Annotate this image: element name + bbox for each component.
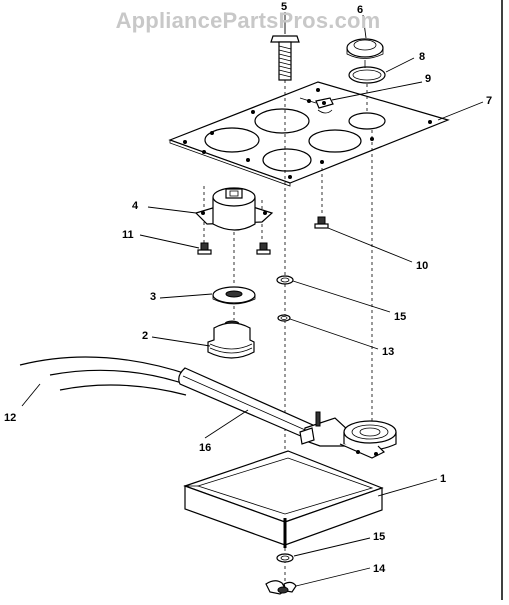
part-2-grommet	[207, 320, 255, 359]
part-6-nut	[346, 38, 384, 68]
sensor-bracket	[299, 411, 397, 459]
part-13-clip	[277, 314, 291, 322]
callout-15-upper: 15	[394, 311, 406, 323]
callout-8: 8	[419, 51, 425, 63]
callout-1: 1	[440, 473, 446, 485]
watermark: AppliancePartsPros.com	[115, 8, 381, 33]
callout-16: 16	[199, 442, 211, 454]
part-8-ring	[348, 66, 386, 425]
part-3-washer	[212, 286, 256, 320]
part-9-bracket	[299, 97, 334, 114]
part-15-washer-lower	[276, 553, 294, 563]
part-5-screw	[270, 35, 300, 540]
part-7-plate	[168, 81, 450, 187]
callout-5: 5	[281, 1, 287, 13]
callout-labels: 5 6 8 9 7 4 11 10 3 2 15 13 12 16 1 15 1…	[4, 1, 492, 575]
callout-12: 12	[4, 412, 16, 424]
callout-15-lower: 15	[373, 531, 385, 543]
callout-9: 9	[425, 73, 431, 85]
part-1-tray	[183, 450, 384, 590]
part-11-screws	[197, 242, 271, 255]
part-14-wing-nut	[265, 580, 297, 595]
part-15-clip-upper	[276, 275, 294, 285]
part-16-tube	[178, 367, 316, 441]
part-12-wires	[19, 356, 191, 396]
part-4-thermostat	[194, 186, 274, 285]
callout-3: 3	[150, 291, 156, 303]
callout-6: 6	[357, 4, 363, 16]
callout-10: 10	[416, 260, 428, 272]
callout-7: 7	[486, 95, 492, 107]
callout-13: 13	[382, 346, 394, 358]
callout-4: 4	[132, 200, 139, 212]
part-10-screw	[314, 168, 329, 229]
leader-lines	[21, 12, 484, 587]
callout-11: 11	[122, 229, 134, 241]
callout-14: 14	[373, 563, 386, 575]
callout-2: 2	[142, 330, 148, 342]
